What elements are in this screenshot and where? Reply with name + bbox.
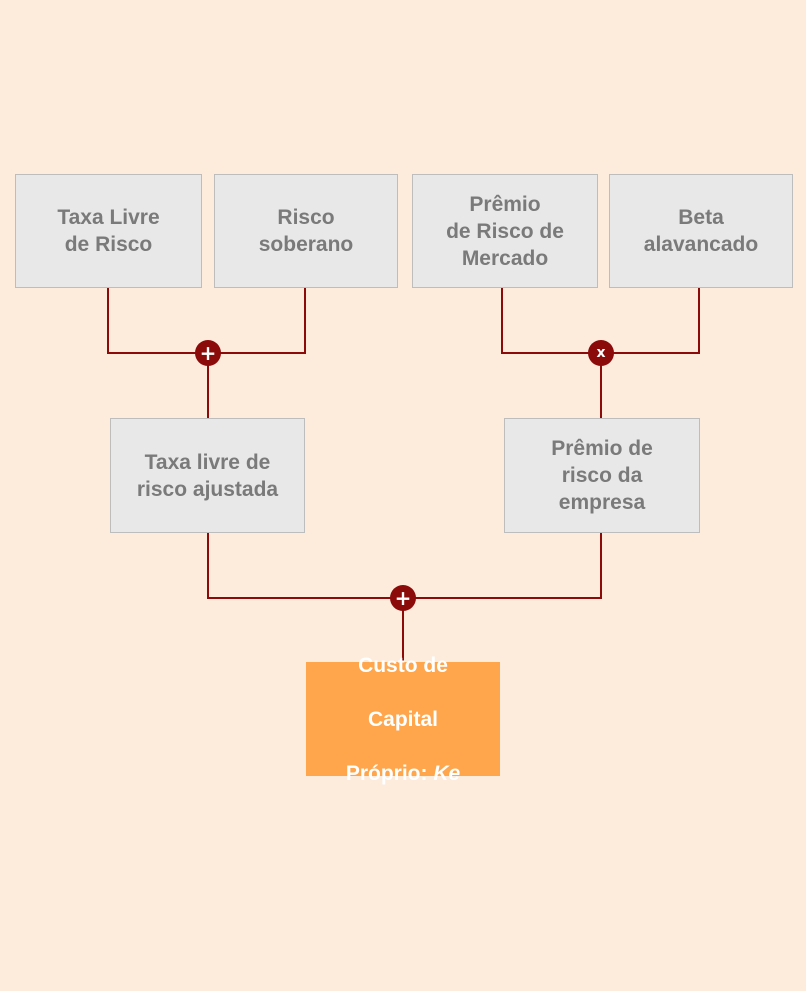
- connector-company-premium-to-plus: [403, 533, 602, 599]
- node-sovereign-risk-label: Risco soberano: [258, 206, 354, 256]
- plus-operator-bottom-symbol: +: [394, 586, 412, 610]
- node-sovereign-risk: Risco soberano: [214, 174, 398, 288]
- cost-of-equity-line3: Próprio: Ke: [346, 760, 460, 787]
- connector-adjusted-to-plus: [207, 533, 403, 599]
- node-market-risk-premium-label: Prêmio de Risco de Mercado: [446, 192, 564, 270]
- node-cost-of-equity-label: Custo de Capital Próprio: Ke: [346, 625, 460, 814]
- connector-beta-to-times: [601, 288, 700, 354]
- node-levered-beta-label: Beta alavancado: [643, 206, 759, 256]
- node-cost-of-equity: Custo de Capital Próprio: Ke: [306, 654, 500, 785]
- plus-operator-bottom: +: [390, 585, 416, 611]
- cost-of-equity-line2: Capital: [367, 707, 438, 731]
- cost-of-equity-line3-prefix: Próprio:: [345, 761, 434, 785]
- connector-sovereign-to-plus: [208, 288, 306, 354]
- connector-market-premium-to-times: [501, 288, 601, 354]
- connector-risk-free-to-plus: [107, 288, 208, 354]
- node-levered-beta: Beta alavancado: [609, 174, 793, 288]
- node-market-risk-premium: Prêmio de Risco de Mercado: [412, 174, 598, 288]
- cost-of-equity-line1: Custo de: [358, 653, 448, 677]
- node-company-risk-premium-label: Prêmio de risco da empresa: [551, 437, 653, 514]
- node-adjusted-risk-free-rate: Taxa livre de risco ajustada: [110, 418, 305, 533]
- node-company-risk-premium: Prêmio de risco da empresa: [504, 418, 700, 533]
- plus-operator-top-left-symbol: +: [199, 341, 217, 365]
- cost-of-equity-symbol: Ke: [433, 761, 461, 785]
- times-operator-top-right: x: [588, 340, 614, 366]
- node-adjusted-risk-free-rate-label: Taxa livre de risco ajustada: [136, 450, 279, 501]
- node-risk-free-rate-label: Taxa Livre de Risco: [57, 206, 160, 256]
- node-risk-free-rate: Taxa Livre de Risco: [15, 174, 202, 288]
- times-operator-top-right-symbol: x: [596, 345, 606, 361]
- plus-operator-top-left: +: [195, 340, 221, 366]
